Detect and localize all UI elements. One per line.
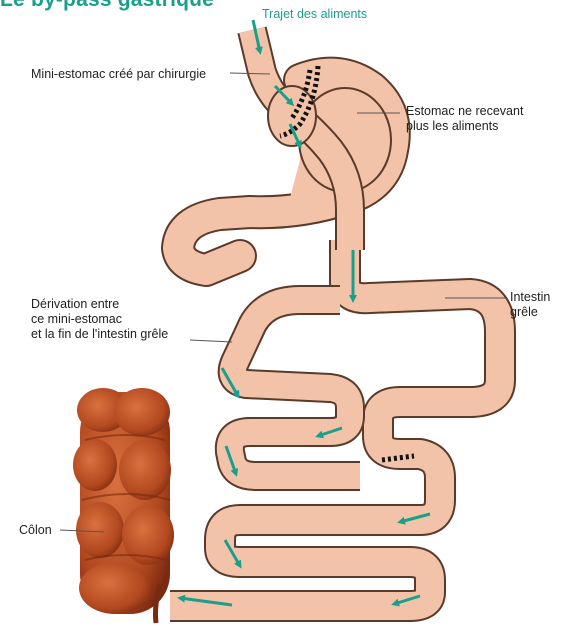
label-bypass-line3: et la fin de l'intestin grêle <box>31 327 168 342</box>
label-small-intestine-line2: grêle <box>510 305 550 320</box>
label-excluded-stomach: Estomac ne recevant plus les aliments <box>406 104 523 134</box>
label-small-intestine: Intestin grêle <box>510 290 550 320</box>
label-food-path: Trajet des aliments <box>262 7 367 22</box>
label-bypass-line1: Dérivation entre <box>31 297 168 312</box>
label-colon: Côlon <box>19 523 52 538</box>
label-excluded-stomach-line2: plus les aliments <box>406 119 523 134</box>
label-bypass: Dérivation entre ce mini-estomac et la f… <box>31 297 168 342</box>
label-mini-stomach: Mini-estomac créé par chirurgie <box>31 67 206 82</box>
label-bypass-line2: ce mini-estomac <box>31 312 168 327</box>
label-small-intestine-line1: Intestin <box>510 290 550 305</box>
label-excluded-stomach-line1: Estomac ne recevant <box>406 104 523 119</box>
colon <box>73 388 174 623</box>
small-intestine <box>170 240 500 606</box>
